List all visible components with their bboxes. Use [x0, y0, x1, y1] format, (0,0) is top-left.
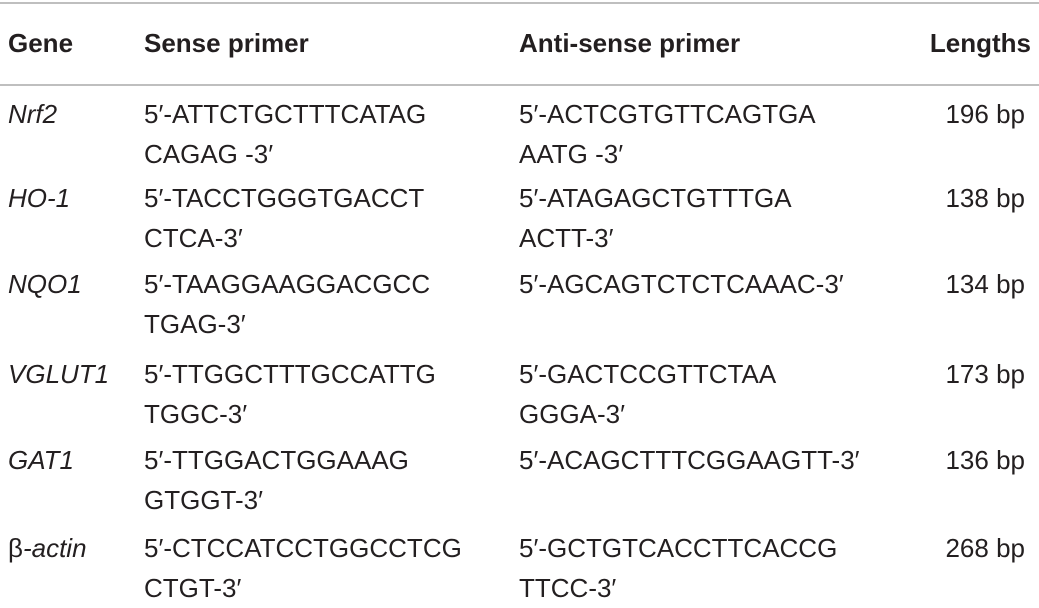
- anti-sense-primer-line-2: ACTT-3′: [519, 223, 614, 253]
- anti-sense-primer: 5′-GACTCCGTTCTAA GGGA-3′: [519, 354, 899, 434]
- product-length: 268 bp: [945, 533, 1025, 563]
- anti-sense-primer-line-2: GGGA-3′: [519, 399, 626, 429]
- anti-sense-primer-line-1: 5′-GACTCCGTTCTAA: [519, 359, 777, 389]
- anti-sense-primer: 5′-ACAGCTTTCGGAAGTT-3′: [519, 440, 899, 480]
- sense-primer-line-2: TGGC-3′: [144, 399, 248, 429]
- sense-primer-line-2: CAGAG -3′: [144, 139, 274, 169]
- anti-sense-primer-line-1: 5′-ACTCGTGTTCAGTGA: [519, 99, 816, 129]
- gene-name: NQO1: [8, 269, 82, 299]
- gene-name: VGLUT1: [8, 359, 110, 389]
- sense-primer-line-1: 5′-TTGGCTTTGCCATTG: [144, 359, 436, 389]
- sense-primer: 5′-TTGGACTGGAAAG GTGGT-3′: [144, 440, 504, 520]
- product-length: 138 bp: [945, 183, 1025, 213]
- header-lengths: Lengths: [929, 28, 1031, 58]
- header-sense-primer: Sense primer: [144, 28, 309, 58]
- header-anti-sense-primer: Anti-sense primer: [519, 28, 741, 58]
- sense-primer: 5′-CTCCATCCTGGCCTCG CTGT-3′: [144, 528, 504, 608]
- sense-primer-line-2: CTGT-3′: [144, 573, 242, 603]
- sense-primer-line-1: 5′-ATTCTGCTTTCATAG: [144, 99, 427, 129]
- sense-primer: 5′-TACCTGGGTGACCT CTCA-3′: [144, 178, 504, 258]
- gene-name: Nrf2: [8, 99, 58, 129]
- anti-sense-primer: 5′-ACTCGTGTTCAGTGA AATG -3′: [519, 94, 899, 174]
- sense-primer: 5′-ATTCTGCTTTCATAG CAGAG -3′: [144, 94, 504, 174]
- anti-sense-primer: 5′-ATAGAGCTGTTTGA ACTT-3′: [519, 178, 899, 258]
- sense-primer-line-1: 5′-TTGGACTGGAAAG: [144, 445, 409, 475]
- anti-sense-primer: 5′-GCTGTCACCTTCACCG TTCC-3′: [519, 528, 899, 608]
- anti-sense-primer-line-1: 5′-AGCAGTCTCTCAAAC-3′: [519, 269, 844, 299]
- gene-greek-prefix: β: [8, 533, 23, 563]
- sense-primer-line-2: TGAG-3′: [144, 309, 246, 339]
- header-gene: Gene: [8, 28, 74, 58]
- header-rule: [0, 84, 1039, 86]
- sense-primer-line-1: 5′-TACCTGGGTGACCT: [144, 183, 425, 213]
- anti-sense-primer-line-2: AATG -3′: [519, 139, 624, 169]
- gene-name: HO-1: [8, 183, 71, 213]
- product-length: 173 bp: [945, 359, 1025, 389]
- anti-sense-primer-line-1: 5′-ACAGCTTTCGGAAGTT-3′: [519, 445, 860, 475]
- table-header-row: Gene Sense primer Anti-sense primer Leng…: [0, 28, 1039, 68]
- product-length: 196 bp: [945, 99, 1025, 129]
- anti-sense-primer-line-1: 5′-GCTGTCACCTTCACCG: [519, 533, 838, 563]
- sense-primer-line-2: GTGGT-3′: [144, 485, 263, 515]
- product-length: 134 bp: [945, 269, 1025, 299]
- sense-primer-line-1: 5′-CTCCATCCTGGCCTCG: [144, 533, 462, 563]
- sense-primer: 5′-TTGGCTTTGCCATTG TGGC-3′: [144, 354, 504, 434]
- gene-name: β-actin: [8, 528, 87, 568]
- sense-primer: 5′-TAAGGAAGGACGCC TGAG-3′: [144, 264, 504, 344]
- top-rule: [0, 2, 1039, 4]
- anti-sense-primer-line-1: 5′-ATAGAGCTGTTTGA: [519, 183, 792, 213]
- sense-primer-line-2: CTCA-3′: [144, 223, 243, 253]
- gene-name-suffix: -actin: [22, 533, 87, 563]
- gene-name: GAT1: [8, 445, 74, 475]
- anti-sense-primer: 5′-AGCAGTCTCTCAAAC-3′: [519, 264, 899, 304]
- anti-sense-primer-line-2: TTCC-3′: [519, 573, 617, 603]
- product-length: 136 bp: [945, 445, 1025, 475]
- sense-primer-line-1: 5′-TAAGGAAGGACGCC: [144, 269, 431, 299]
